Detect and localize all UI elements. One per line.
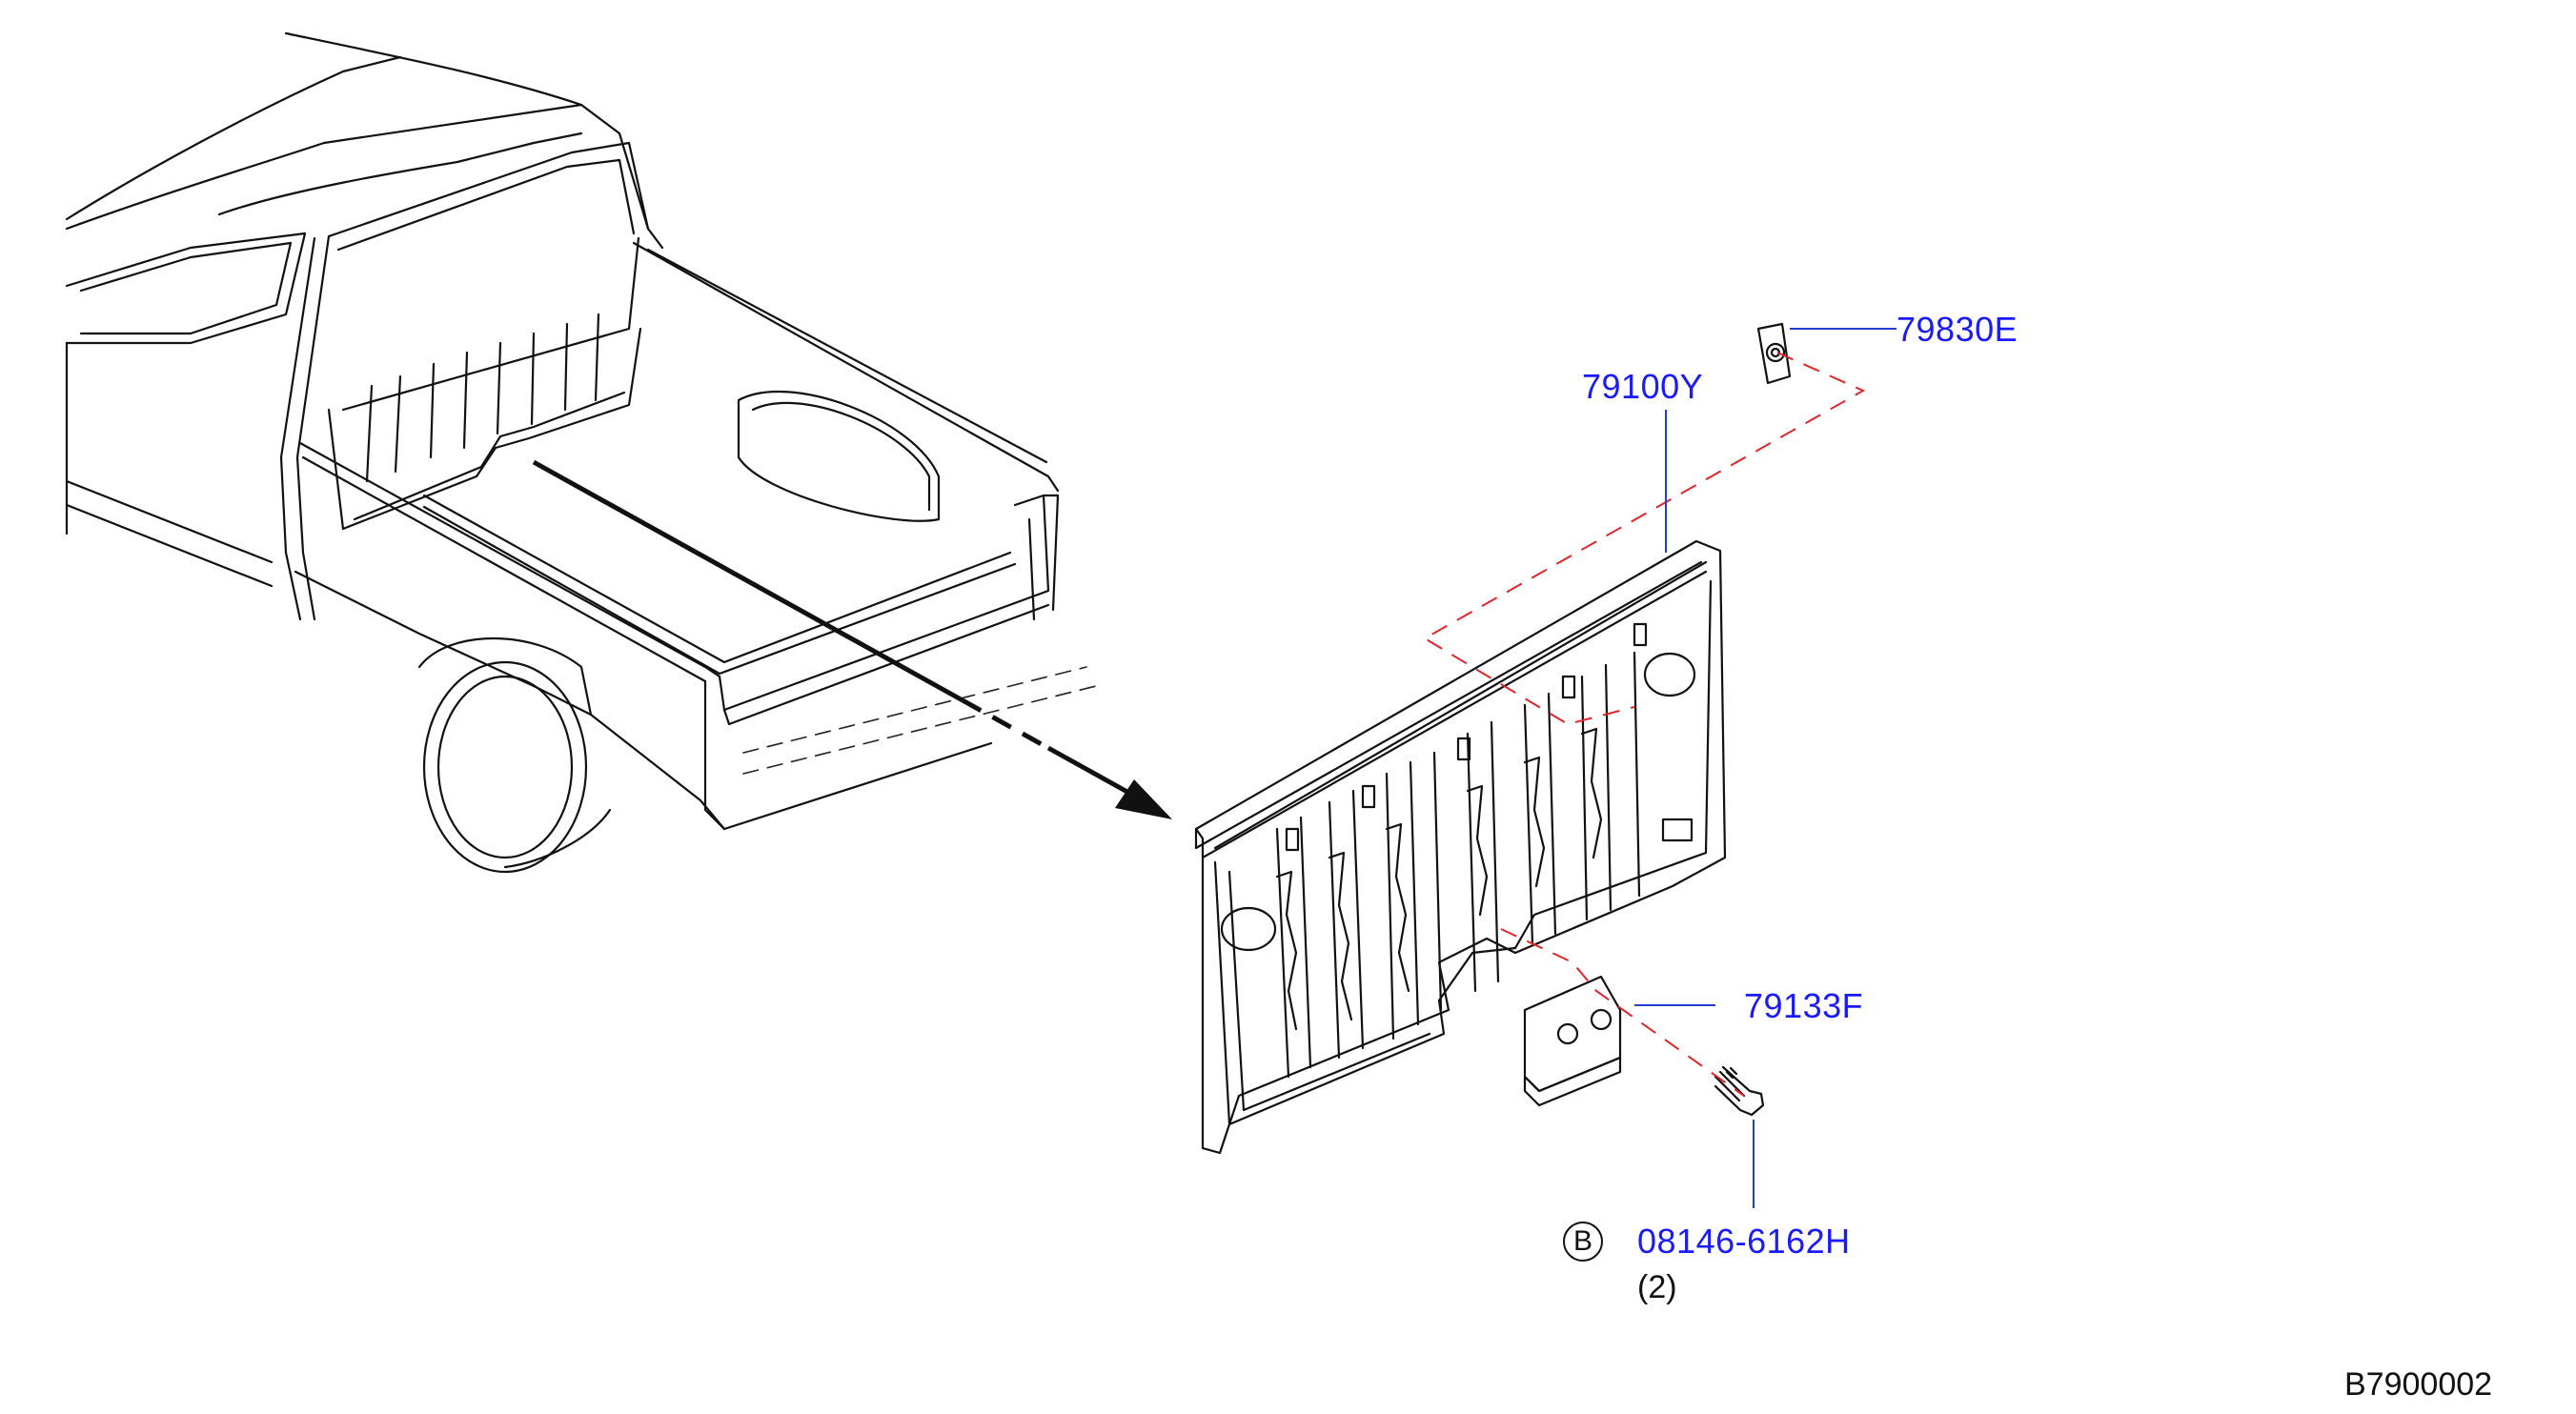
bracket-illustration — [1523, 975, 1622, 1107]
stop-part-illustration — [1756, 322, 1792, 385]
callout-79133F: 79133F — [1744, 986, 1864, 1025]
rear-panel-illustration — [1194, 539, 1727, 1155]
callout-79830E: 79830E — [1897, 310, 2018, 349]
bolt-quantity: (2) — [1637, 1269, 1677, 1305]
reference-lines — [1423, 352, 1866, 1097]
leader-lines — [1634, 328, 1897, 1208]
dashed-edge — [742, 666, 1087, 754]
figure-code: B7900002 — [2344, 1366, 2493, 1403]
callout-08146-6162H: 08146-6162H — [1637, 1222, 1851, 1261]
dashed-edge-2 — [742, 685, 1097, 775]
truck-illustration — [65, 31, 1060, 874]
circle-b-marker: B — [1563, 1222, 1603, 1262]
bolt-illustration — [1714, 1065, 1765, 1117]
location-arrow — [532, 459, 1172, 819]
callout-79100Y: 79100Y — [1582, 367, 1704, 406]
